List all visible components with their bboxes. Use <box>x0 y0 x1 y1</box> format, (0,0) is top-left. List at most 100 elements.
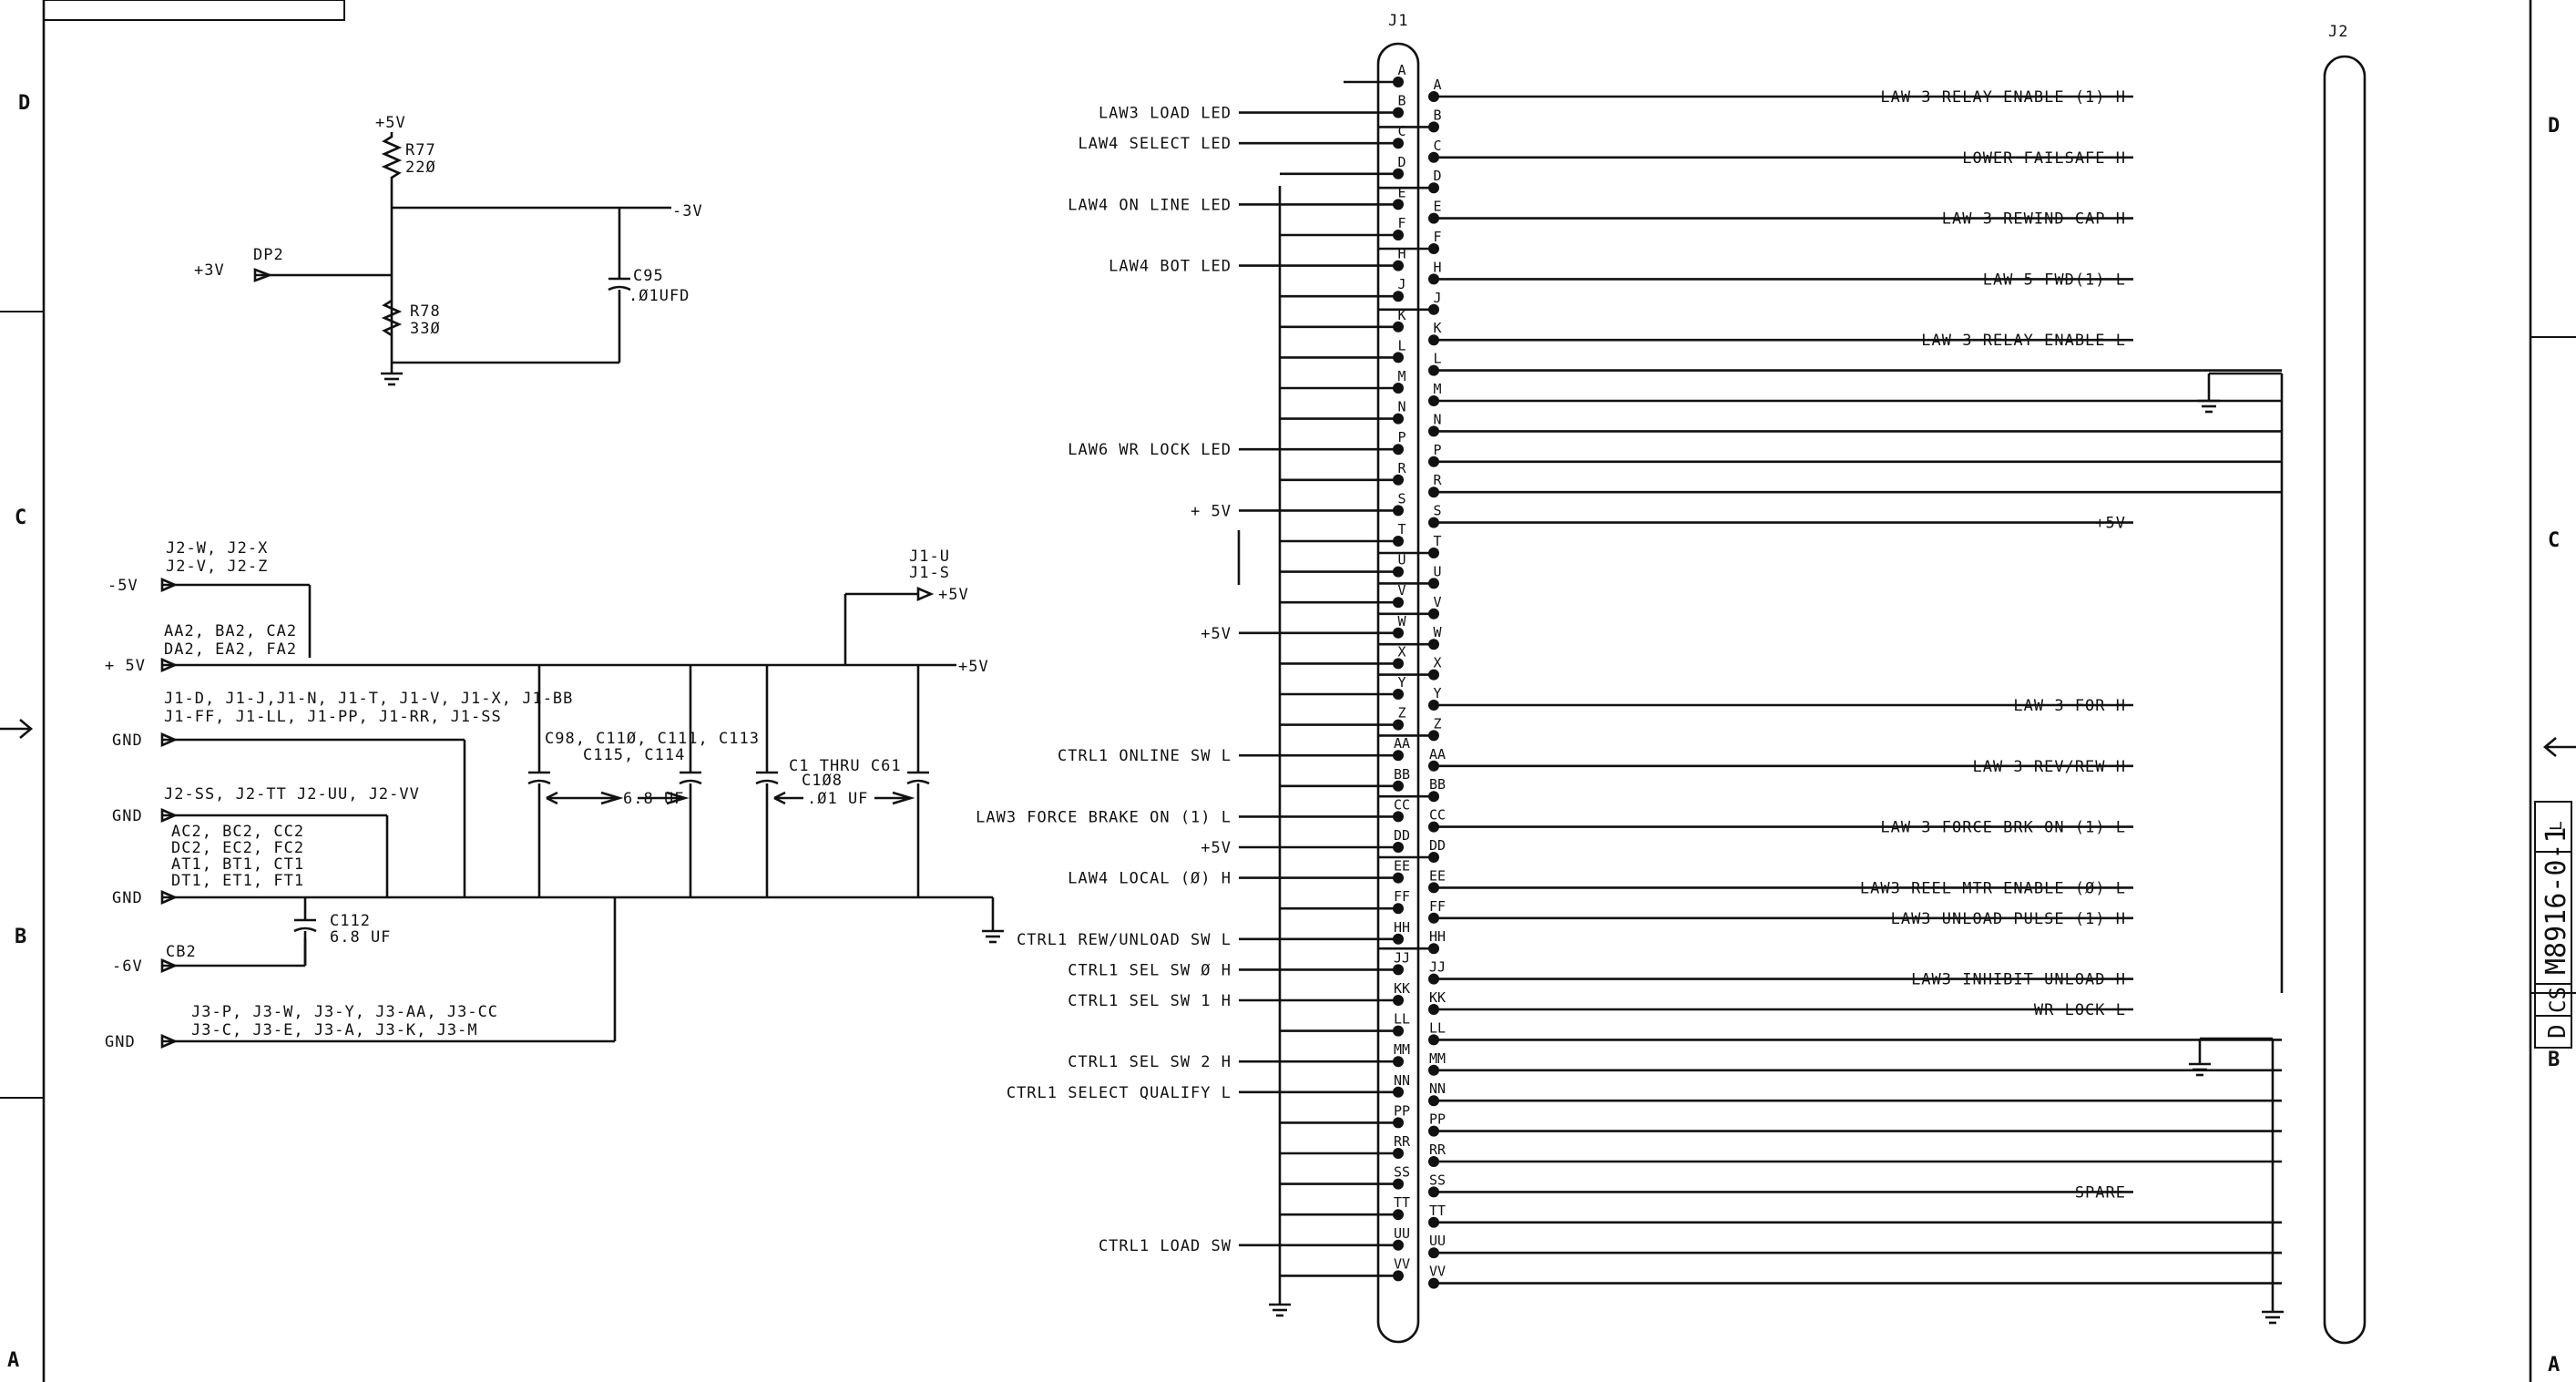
gnd-label-1: GND <box>112 732 143 750</box>
j1-pin-label: MM <box>1394 1041 1410 1058</box>
title-block-code: CS <box>2545 987 2571 1013</box>
j1-pin-label: H <box>1397 246 1406 262</box>
j2-signal-label: LAW3 INHIBIT UNLOAD H <box>1911 971 2126 989</box>
j1-signal-label: LAW4 LOCAL (Ø) H <box>1068 870 1232 888</box>
r78-ref: R78 <box>410 302 441 321</box>
j2-signal-label: LAW 3 REWIND CAP H <box>1942 210 2126 229</box>
j1-pin-label: EE <box>1394 858 1410 875</box>
j2-pin-label: EE <box>1429 867 1446 884</box>
power-bus-circuit <box>160 578 1004 1049</box>
j2-pin-label: VV <box>1429 1264 1446 1280</box>
j1-pin-label: HH <box>1394 919 1410 936</box>
j1-pin-label: B <box>1397 93 1406 109</box>
zone-label-right-c: C <box>2548 529 2560 552</box>
j1-pin-label: C <box>1397 123 1406 139</box>
divider-input-label: +3V <box>194 261 225 280</box>
j1-signal-label: LAW4 ON LINE LED <box>1068 196 1232 214</box>
pos5-ref-2: DA2, EA2, FA2 <box>164 640 297 659</box>
j2-pin-label: M <box>1433 381 1441 397</box>
j2-gnd-ref: J2-SS, J2-TT J2-UU, J2-VV <box>164 785 420 804</box>
j1-pin-label: AA <box>1394 735 1410 752</box>
j2-signal-label: LAW3 UNLOAD PULSE (1) H <box>1891 910 2126 928</box>
j2-connector-body <box>2323 55 2366 1345</box>
j1-pin-label: CC <box>1394 796 1410 813</box>
gnd-ref-4: DT1, ET1, FT1 <box>171 872 304 890</box>
j2-pin-label: CC <box>1429 807 1446 824</box>
j2-pin-label: T <box>1433 533 1441 549</box>
j2-pin-label: C <box>1433 138 1441 154</box>
c112-value: 6.8 UF <box>330 928 391 947</box>
j2-pin-label: S <box>1433 503 1441 519</box>
j2-pin-label: HH <box>1429 928 1446 945</box>
j1u-ref-2: J1-S <box>909 564 950 582</box>
c1-value: .Ø1 UF <box>807 790 868 808</box>
zone-label-left-d: D <box>18 92 30 115</box>
j2-pin-label: NN <box>1429 1080 1446 1097</box>
divider-output-label: -3V <box>672 202 703 220</box>
c95-ref: C95 <box>633 267 664 285</box>
c112-ref: C112 <box>330 912 371 930</box>
j1-pin-label: M <box>1397 368 1406 384</box>
j1-signal-label: CTRL1 REW/UNLOAD SW L <box>1017 931 1232 949</box>
j1-pin-label: K <box>1397 307 1406 323</box>
j2-pin-label: D <box>1433 168 1441 184</box>
j2-pin-label: J <box>1433 290 1441 306</box>
c98-value: 6.8 UF <box>623 790 684 808</box>
r77-ref: R77 <box>405 141 436 159</box>
gnd-ref-3: AT1, BT1, CT1 <box>171 855 304 874</box>
c98-ref-2: C115, C114 <box>583 746 685 764</box>
zone-label-right-a: A <box>2548 1354 2560 1377</box>
j2-pin-label: P <box>1433 442 1441 458</box>
j1-pin-label: RR <box>1394 1133 1411 1150</box>
cb2-label: CB2 <box>166 943 197 961</box>
j1-pin-label: VV <box>1394 1255 1410 1272</box>
c98-ref-1: C98, C11Ø, C111, C113 <box>545 730 760 748</box>
j2-pin-label: K <box>1433 320 1441 336</box>
j2-pin-label: BB <box>1429 776 1446 793</box>
j1-pin-label: Z <box>1397 705 1406 722</box>
j2-pin-label: JJ <box>1429 959 1446 976</box>
j1-signal-label: + 5V <box>1191 502 1232 520</box>
j2-signal-label: LAW 3 FORCE BRK ON (1) L <box>1880 819 2126 837</box>
j1-pin-group: ABCDEFHJKLMNPRSTUVWXYZAABBCCDDEEFFHHJJKK… <box>1393 62 1411 1282</box>
j1-pin-label: R <box>1397 460 1406 476</box>
j1-signal-label: LAW3 FORCE BRAKE ON (1) L <box>976 808 1232 826</box>
c1-ref-2: C1Ø8 <box>802 772 843 790</box>
j2-pin-label: TT <box>1429 1203 1446 1219</box>
j1-signal-label: CTRL1 SEL SW 1 H <box>1068 992 1232 1010</box>
j1-signal-label: CTRL1 SEL SW Ø H <box>1068 961 1232 979</box>
j1-signal-label: CTRL1 SELECT QUALIFY L <box>1007 1084 1232 1102</box>
j2-signal-label: WR LOCK L <box>2034 1001 2126 1019</box>
j2-pin-group: ABCDEFHJKLMNPRSTUVWXYZAABBCCDDEEFFHHJJKK… <box>1428 77 1446 1289</box>
title-block-rev: L <box>2547 821 2566 831</box>
j2-pin-label: SS <box>1429 1172 1446 1188</box>
c95-value: .Ø1UFD <box>629 287 690 305</box>
title-block: L M8916-0-1 CS D <box>2534 801 2572 1049</box>
j1-pin-label: NN <box>1394 1072 1410 1089</box>
j1-pin-label: UU <box>1394 1225 1410 1242</box>
j2-ground-bus <box>2189 372 2284 1325</box>
j1-pin-label: KK <box>1394 980 1410 997</box>
j1-pin-label: SS <box>1394 1164 1410 1181</box>
j2-pin-label: Z <box>1433 715 1441 732</box>
neg5-ref-1: J2-W, J2-X <box>166 539 268 558</box>
j2-pin-label: F <box>1433 229 1441 245</box>
zone-label-right-b: B <box>2548 1049 2560 1071</box>
j1-pin-label: Y <box>1397 674 1406 691</box>
j2-pin-label: R <box>1433 472 1442 488</box>
j2-pin-label: E <box>1433 199 1441 215</box>
j2-signal-label: LAW 3 REV/REW H <box>1972 758 2126 776</box>
j1-signal-label: CTRL1 ONLINE SW L <box>1058 747 1232 765</box>
j1-pin-label: N <box>1397 399 1406 415</box>
j2-signal-label: SPARE <box>2075 1183 2126 1202</box>
title-block-size: D <box>2544 1024 2571 1039</box>
j1-ground-bus <box>1237 186 1291 1317</box>
divider-supply-label: +5V <box>375 114 406 132</box>
j1-pin-label: X <box>1397 643 1406 660</box>
j1-signal-label: +5V <box>1201 839 1232 857</box>
j1-pin-label: A <box>1397 62 1406 78</box>
j1-signal-label: CTRL1 LOAD SW <box>1099 1237 1232 1255</box>
